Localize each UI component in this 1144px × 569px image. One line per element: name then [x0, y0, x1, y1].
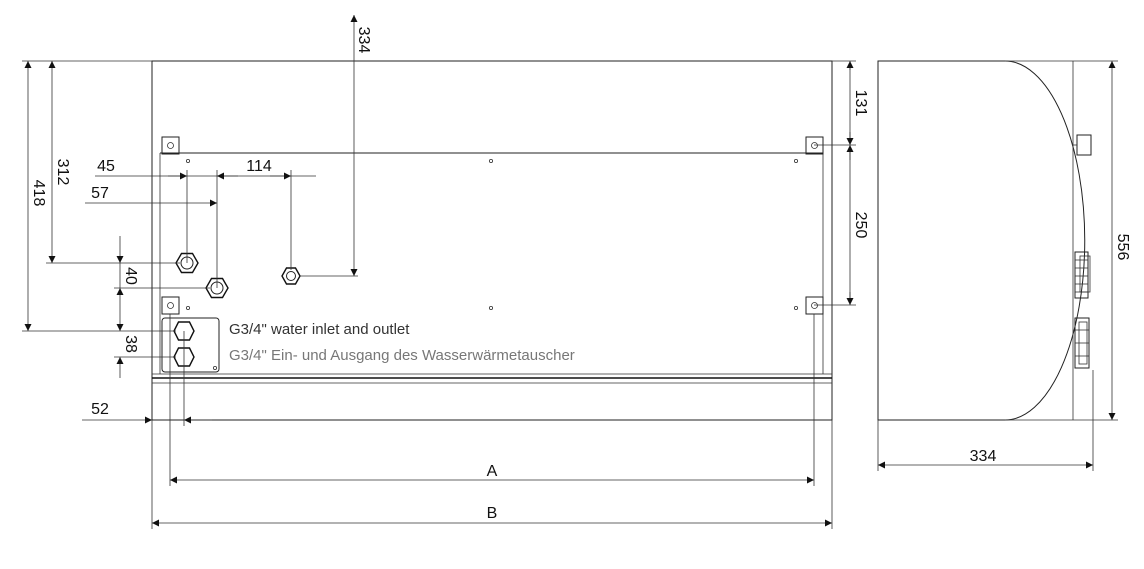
dim-334-top: 334 — [355, 27, 372, 54]
dim-312: 312 — [54, 159, 71, 186]
side-connection-stack — [1074, 251, 1091, 299]
dim-45: 45 — [97, 158, 115, 175]
front-dimensions: 334 45 114 57 312 418 40 38 — [22, 15, 869, 529]
dim-556: 556 — [1114, 234, 1131, 261]
exchanger-inlet-fitting — [173, 321, 195, 341]
dim-b: B — [487, 505, 498, 522]
dim-250: 250 — [852, 212, 869, 239]
side-lower-fittings — [1074, 317, 1090, 369]
dim-38: 38 — [122, 335, 139, 353]
bracket-bottom-left — [161, 296, 180, 315]
dim-418: 418 — [30, 180, 47, 207]
exchanger-outlet-fitting — [173, 347, 195, 367]
side-view: 556 334 — [877, 60, 1131, 471]
front-view — [151, 60, 833, 421]
bracket-top-right — [805, 136, 824, 155]
dim-40: 40 — [122, 267, 139, 285]
bracket-bottom-right — [805, 296, 824, 315]
side-top-pipe — [1076, 134, 1092, 156]
note-inlet-en: G3/4" water inlet and outlet — [229, 321, 410, 338]
exchanger-connection-box — [161, 317, 220, 373]
dim-334-side: 334 — [970, 448, 997, 465]
front-body-outline — [151, 60, 833, 421]
side-body-outline — [877, 60, 1086, 421]
screw-dots — [185, 158, 799, 370]
note-inlet-de: G3/4" Ein- und Ausgang des Wasserwärmeta… — [229, 347, 575, 364]
dim-114: 114 — [246, 158, 272, 175]
dim-57: 57 — [91, 185, 109, 202]
dim-131: 131 — [852, 90, 869, 117]
fitting-3 — [281, 267, 301, 285]
dim-a: A — [487, 463, 498, 480]
dim-52: 52 — [91, 401, 109, 418]
bracket-top-left — [161, 136, 180, 155]
